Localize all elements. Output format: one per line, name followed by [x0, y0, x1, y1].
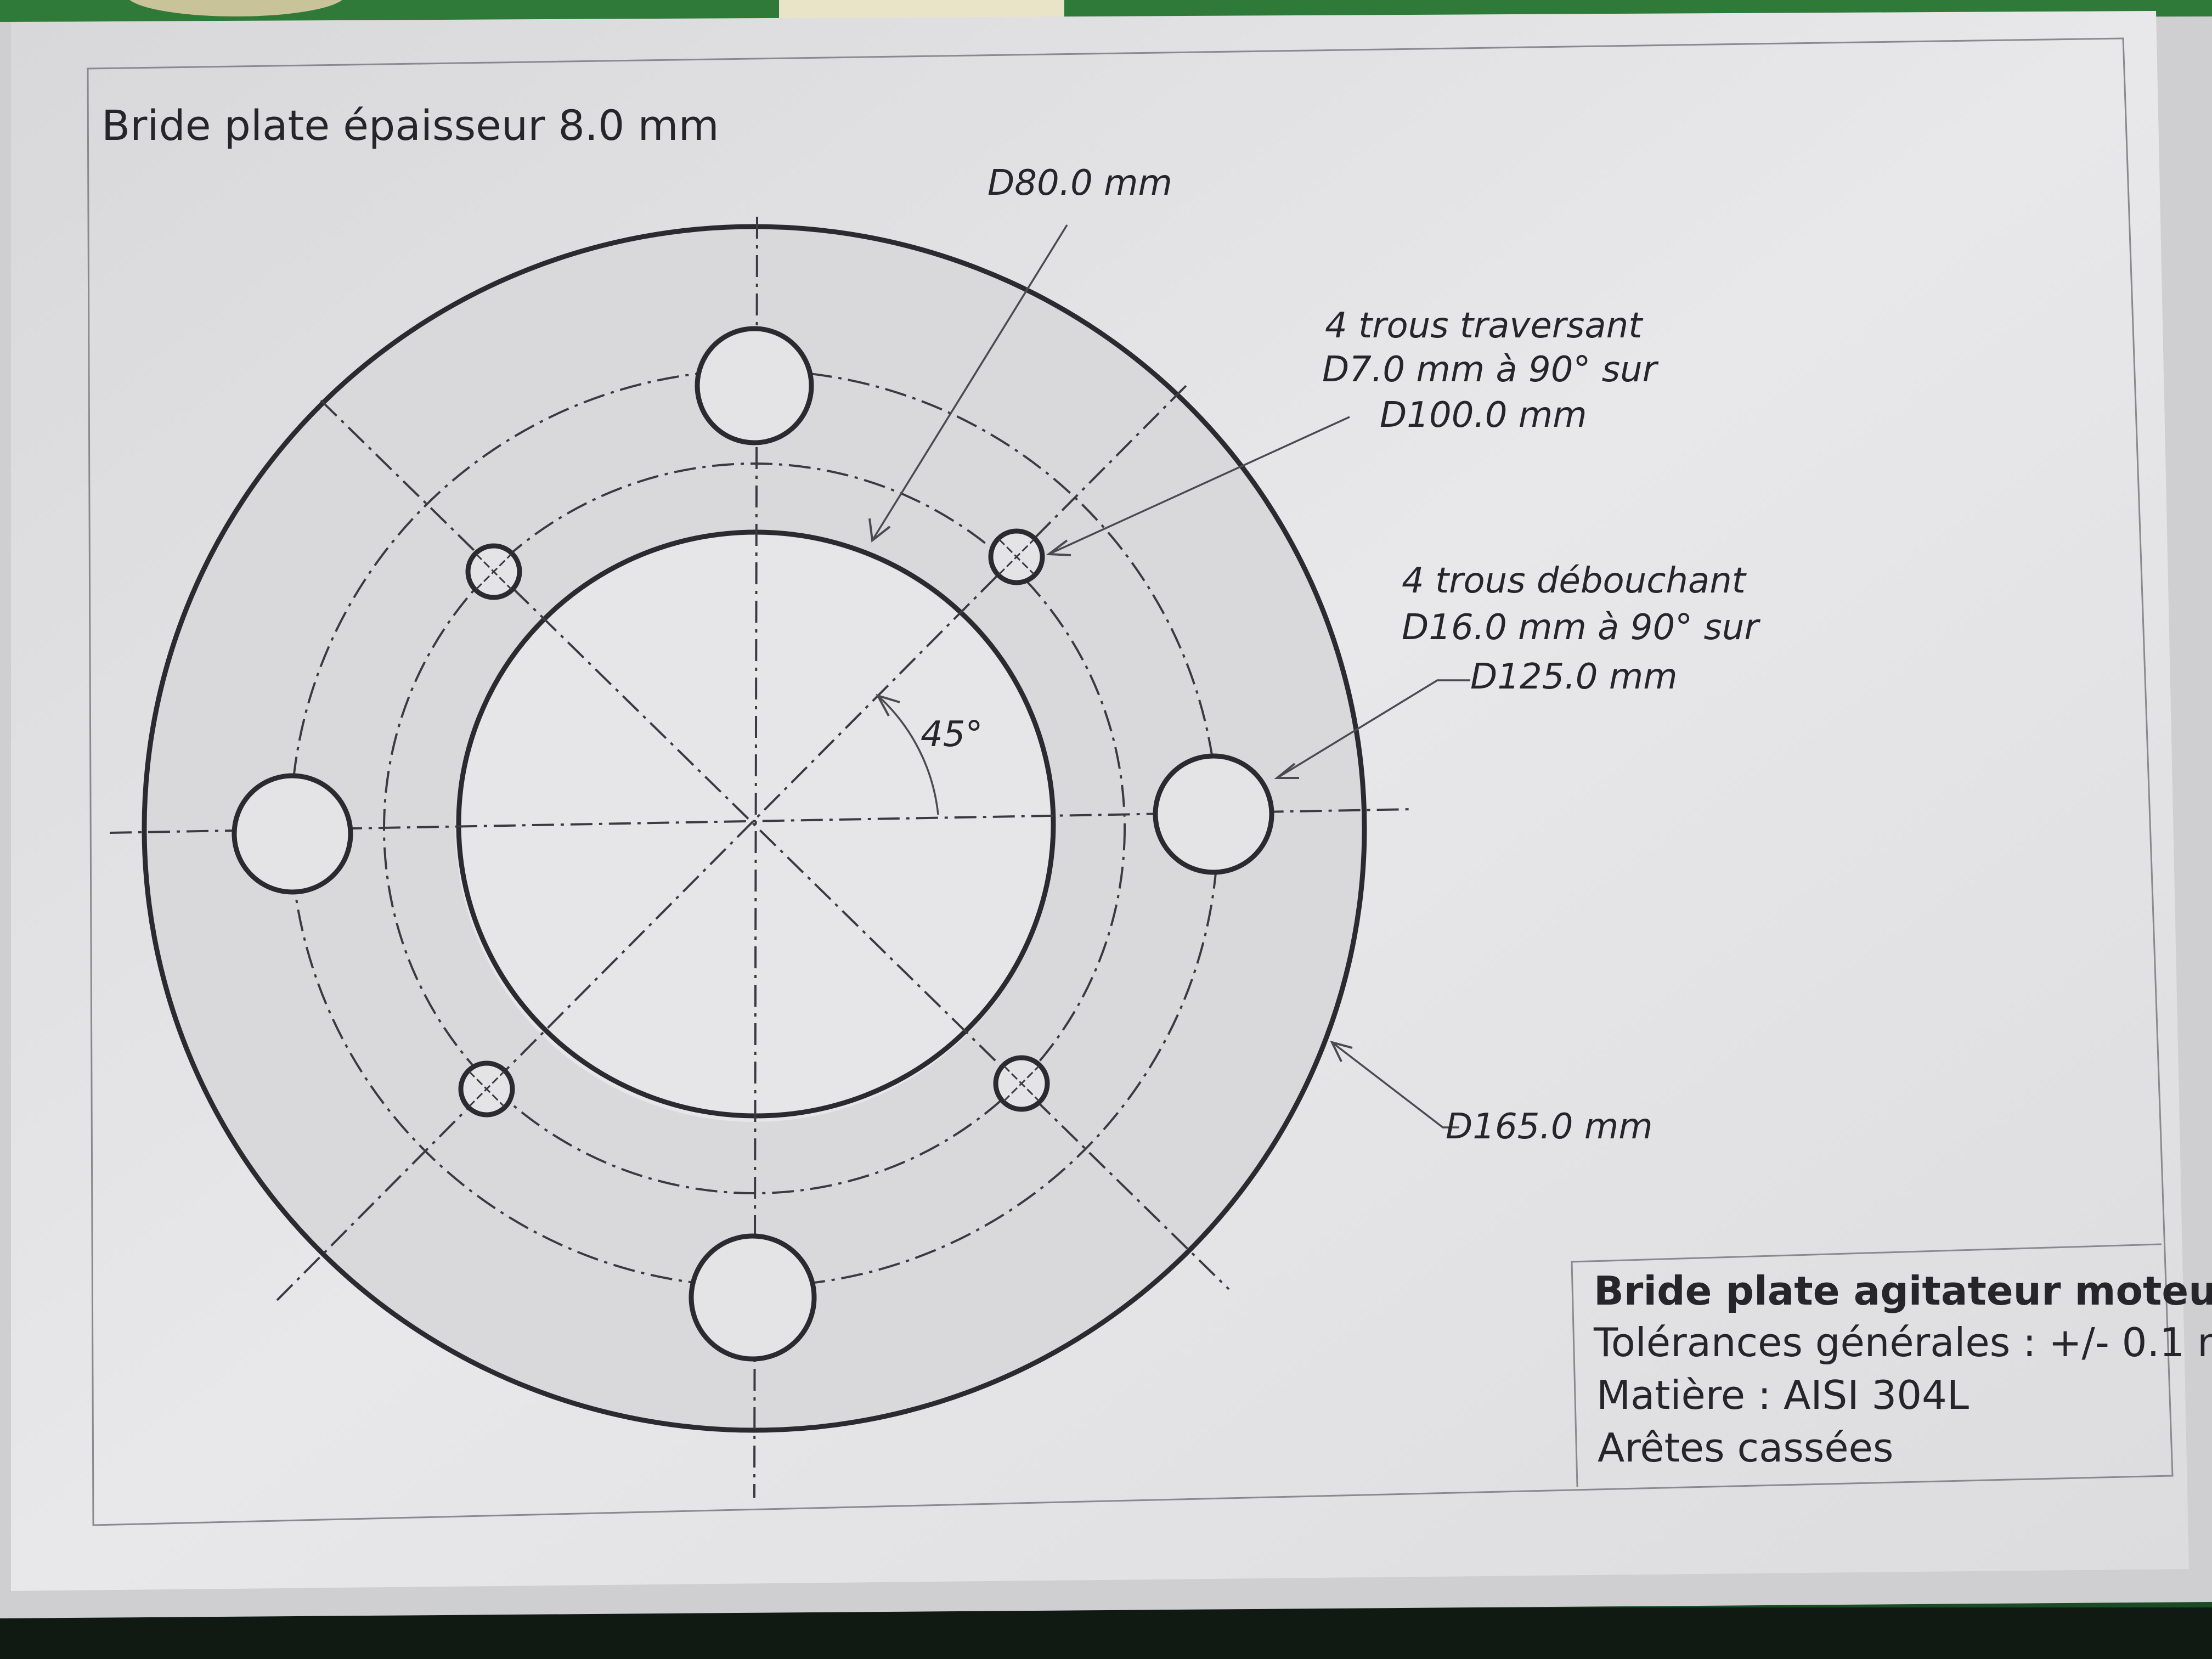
- large-hole-right: [1153, 753, 1274, 875]
- drawing-frame: [87, 37, 2174, 1526]
- title-block-tolerance: Tolérances générales : +/- 0.1 mm: [1593, 1319, 2212, 1365]
- large-hole-left: [232, 773, 353, 895]
- outer-contour-d165: [142, 224, 1367, 1433]
- large-hole-bottom: [689, 1233, 817, 1362]
- centerline-diagonal-a: [320, 399, 1230, 1290]
- leader-d165-arrow: [1330, 1040, 1353, 1062]
- label-large-holes-line3: D125.0 mm: [1470, 657, 1678, 697]
- top-left-object: [129, 0, 342, 16]
- leader-d165: [1331, 1041, 1459, 1128]
- leader-small-holes-arrow: [1046, 539, 1071, 556]
- leader-d80: [871, 224, 1068, 541]
- title-block: Bride plate agitateur moteur Tolérances …: [1571, 1243, 2212, 1487]
- bottom-dark-edge: [0, 1607, 2212, 1659]
- title-block-border: [1571, 1243, 2162, 1487]
- inner-bore-face: [455, 535, 1053, 1122]
- label-small-holes-line2: D7.0 mm à 90° sur: [1322, 349, 1659, 390]
- small-hole-crosses: [468, 538, 1040, 1108]
- centerline-diagonal-b: [276, 380, 1192, 1301]
- leaders: [868, 224, 1470, 1128]
- label-outer-diameter: D165.0 mm: [1446, 1107, 1653, 1147]
- large-hole-top: [695, 326, 814, 445]
- title-block-name: Bride plate agitateur moteur: [1594, 1268, 2212, 1314]
- title-block-material: Matière : AISI 304L: [1596, 1372, 1969, 1418]
- label-large-holes-line1: 4 trous débouchant: [1402, 561, 1747, 601]
- flange: [109, 216, 1413, 1498]
- leader-d80-arrow: [868, 518, 891, 543]
- title-block-edges: Arêtes cassées: [1598, 1425, 1893, 1471]
- label-small-holes-line1: 4 trous traversant: [1325, 306, 1644, 346]
- label-large-holes-line2: D16.0 mm à 90° sur: [1402, 607, 1760, 648]
- angle-label: 45°: [921, 714, 983, 755]
- angle-arc-arrow: [875, 693, 900, 716]
- label-inner-diameter: D80.0 mm: [988, 163, 1172, 204]
- leader-small-holes: [1048, 416, 1350, 555]
- leader-large-holes: [1277, 679, 1470, 779]
- label-small-holes-line3: D100.0 mm: [1380, 395, 1587, 436]
- angle-arc-45: [877, 695, 939, 815]
- drawing-title: Bride plate épaisseur 8.0 mm: [101, 101, 719, 150]
- leader-large-holes-arrow: [1274, 763, 1299, 779]
